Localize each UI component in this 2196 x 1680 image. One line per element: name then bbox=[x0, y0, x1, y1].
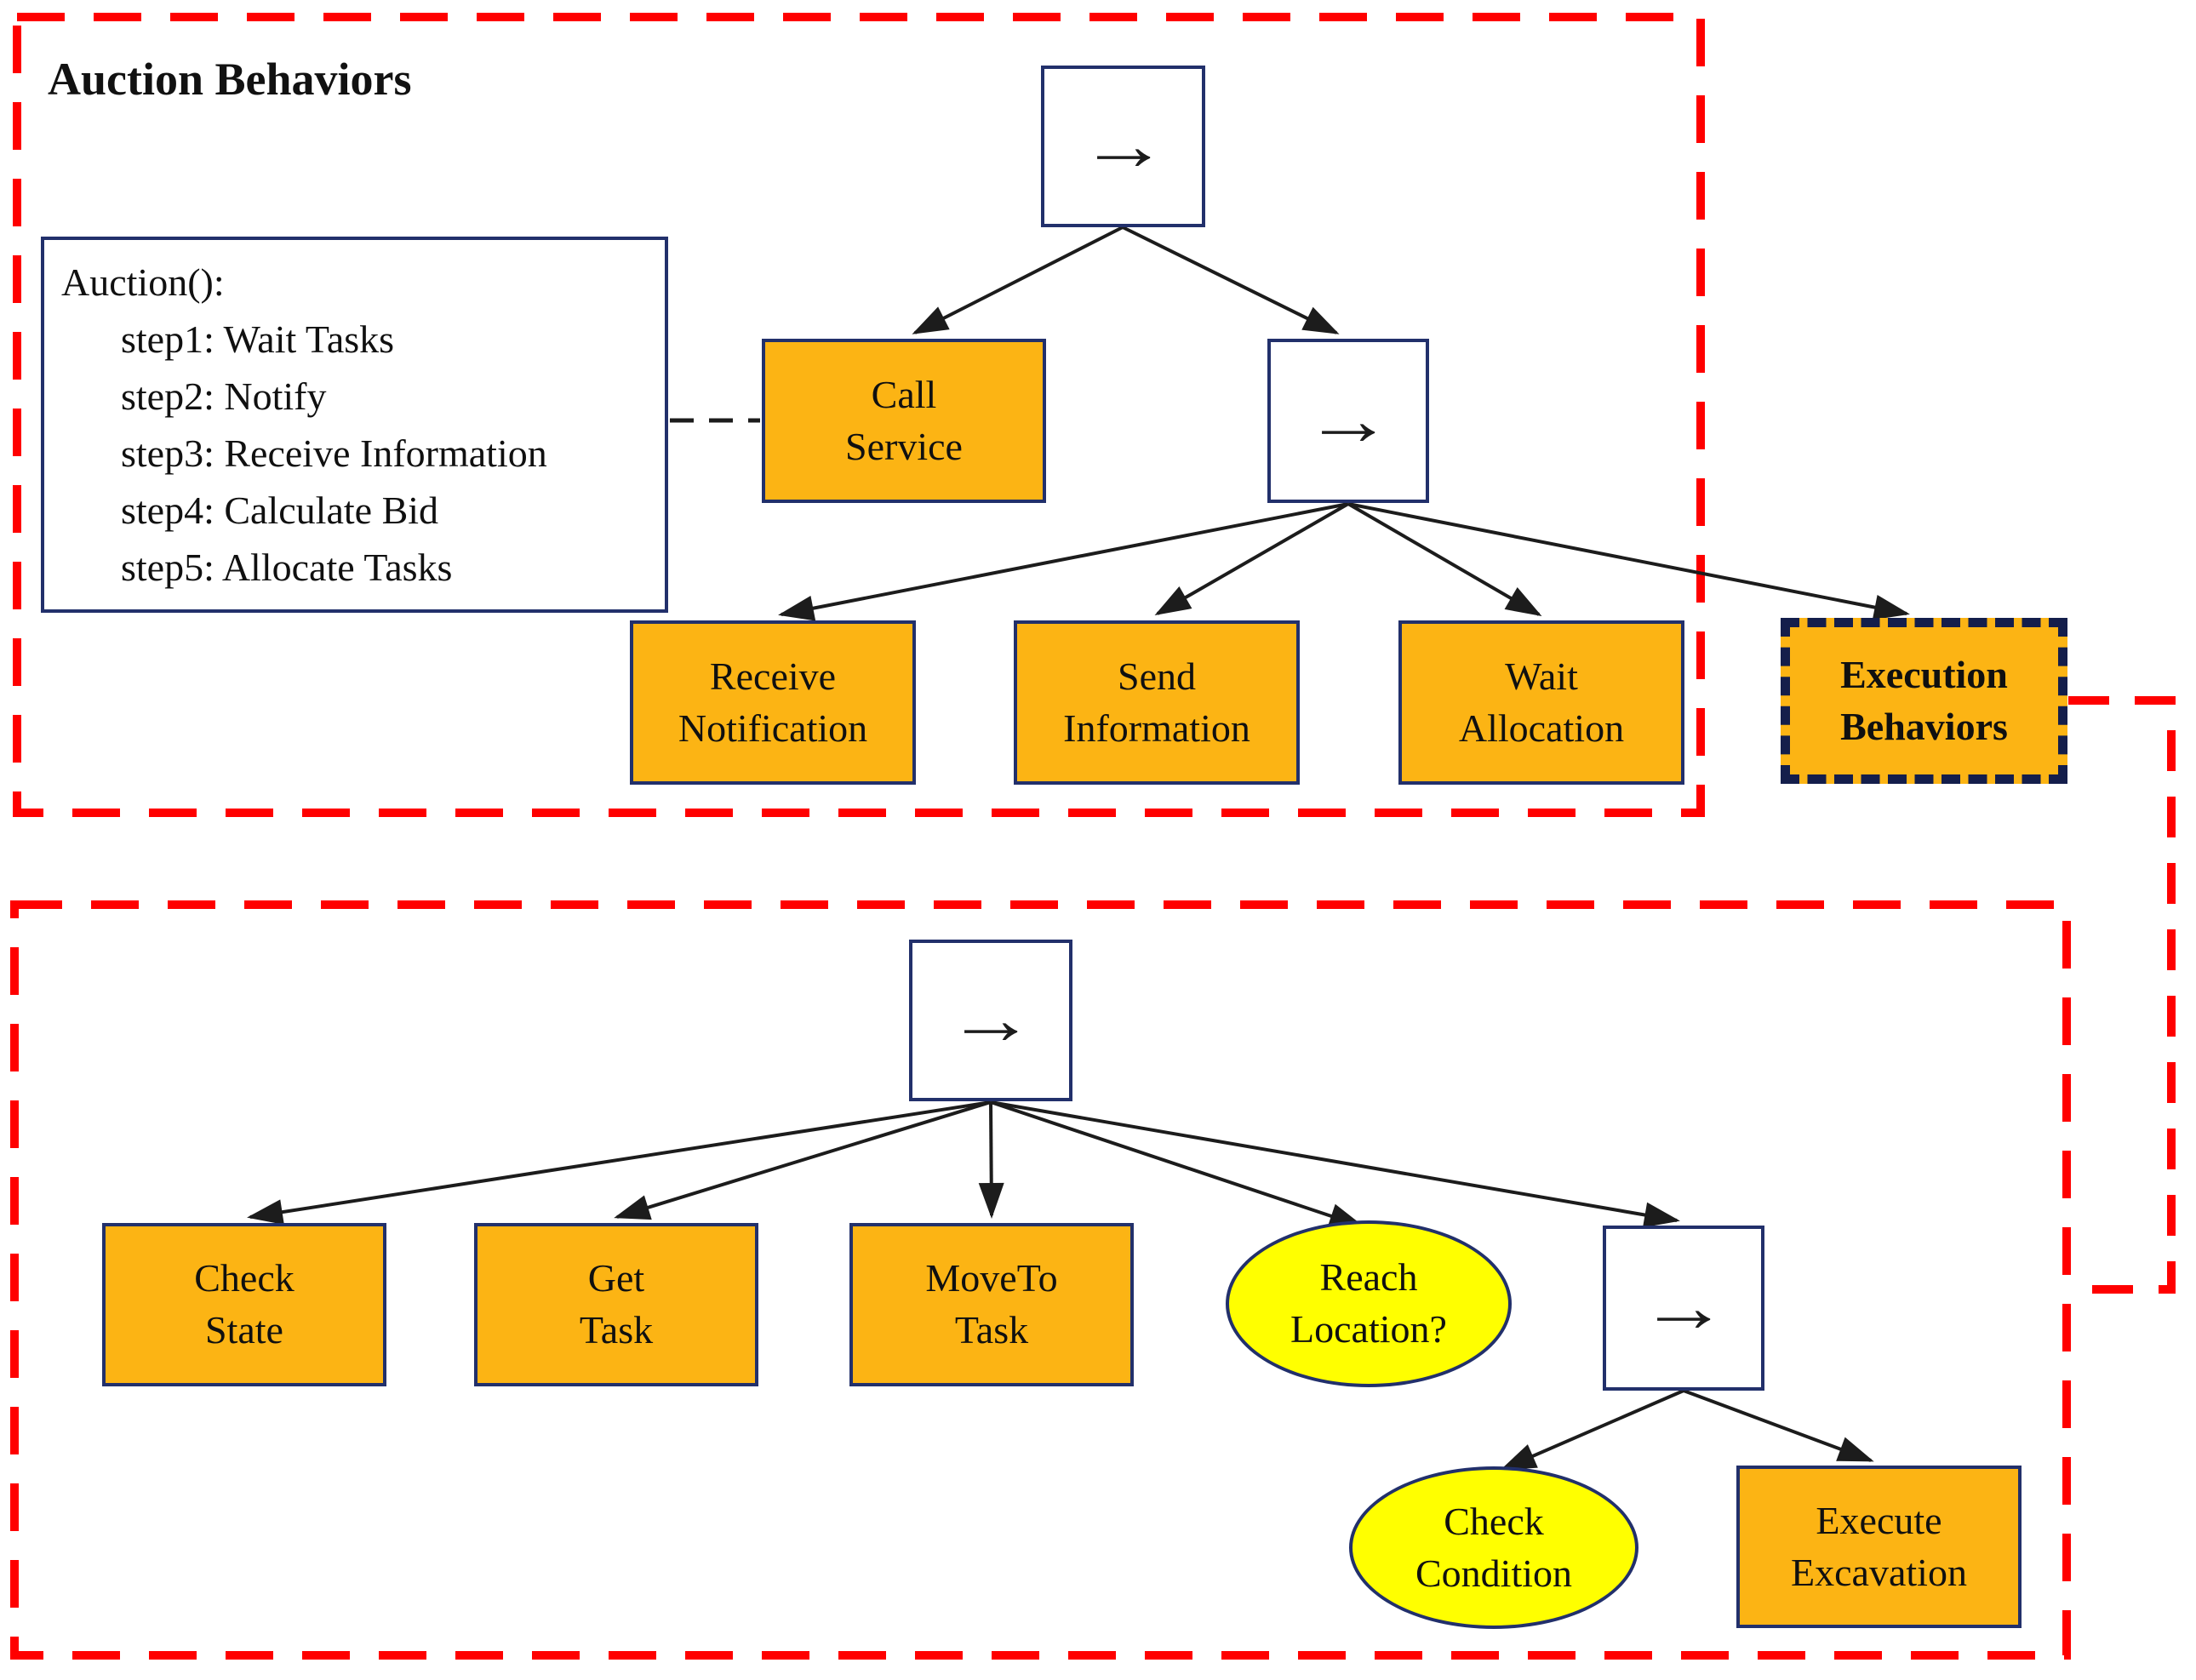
execution-link-connector bbox=[2068, 696, 2176, 1294]
reach-location-label: Reach Location? bbox=[1290, 1255, 1447, 1351]
execute-excavation-node: Execute Excavation bbox=[1736, 1466, 2022, 1628]
auction-pseudocode-box: Auction(): step1: Wait Tasks step2: Noti… bbox=[41, 237, 668, 613]
auction-section-border bbox=[13, 13, 1705, 817]
send-information-node: Send Information bbox=[1014, 620, 1300, 785]
wait-allocation-label: Wait Allocation bbox=[1458, 654, 1625, 750]
edge-execution-root-to-get-task bbox=[614, 1100, 992, 1220]
check-condition-node: Check Condition bbox=[1349, 1466, 1638, 1629]
edge-sub-sequence-to-send-information bbox=[1154, 502, 1349, 615]
edge-auction-root-to-sub-sequence bbox=[1122, 226, 1340, 334]
reach-location-condition-node: Reach Location? bbox=[1226, 1220, 1512, 1387]
edge-sub-sequence-to-check-condition bbox=[1500, 1389, 1684, 1471]
pseudocode-step: step2: Notify bbox=[121, 374, 327, 418]
check-condition-label: Check Condition bbox=[1415, 1499, 1573, 1595]
execution-behaviors-link-node: Execution Behaviors bbox=[1781, 618, 2067, 784]
auction-root-sequence-node: → bbox=[1041, 66, 1205, 227]
execution-behaviors-label: Execution Behaviors bbox=[1840, 652, 2008, 748]
pseudocode-header: Auction(): bbox=[61, 260, 225, 304]
edge-execution-root-to-reach-location bbox=[990, 1100, 1365, 1229]
sequence-arrow-icon: → bbox=[1078, 106, 1168, 186]
wait-allocation-node: Wait Allocation bbox=[1398, 620, 1684, 785]
pseudocode-step: step5: Allocate Tasks bbox=[121, 546, 453, 589]
check-state-label: Check State bbox=[194, 1256, 295, 1351]
send-information-label: Send Information bbox=[1063, 654, 1250, 750]
sequence-arrow-icon: → bbox=[1638, 1268, 1729, 1347]
execute-excavation-label: Execute Excavation bbox=[1791, 1498, 1967, 1594]
execution-section-border bbox=[10, 900, 2071, 1660]
edge-auction-root-to-call-service bbox=[912, 226, 1124, 334]
pseudocode-step: step3: Receive Information bbox=[121, 431, 547, 475]
get-task-node: Get Task bbox=[474, 1223, 758, 1386]
call-service-node: Call Service bbox=[762, 339, 1046, 503]
edge-sub-sequence-to-execution-behaviors bbox=[1347, 502, 1910, 620]
auction-section-title: Auction Behaviors bbox=[48, 54, 412, 105]
check-state-node: Check State bbox=[102, 1223, 386, 1386]
edge-sub-sequence-to-wait-allocation bbox=[1347, 502, 1542, 617]
auction-sub-sequence-node: → bbox=[1267, 339, 1429, 503]
edge-sub-sequence-to-execute-excavation bbox=[1683, 1389, 1874, 1462]
moveto-task-label: MoveTo Task bbox=[925, 1256, 1058, 1351]
pseudocode-step: step4: Calculate Bid bbox=[121, 489, 439, 532]
receive-notification-node: Receive Notification bbox=[630, 620, 916, 785]
receive-notification-label: Receive Notification bbox=[678, 654, 868, 750]
moveto-task-node: MoveTo Task bbox=[849, 1223, 1134, 1386]
get-task-label: Get Task bbox=[579, 1256, 654, 1351]
edge-execution-root-to-sub-sequence bbox=[990, 1100, 1680, 1228]
sequence-arrow-icon: → bbox=[946, 980, 1036, 1060]
sequence-arrow-icon: → bbox=[1303, 380, 1393, 460]
edge-sub-sequence-to-receive-notification bbox=[778, 502, 1349, 621]
edge-execution-root-to-check-state bbox=[247, 1100, 992, 1225]
execution-sub-sequence-node: → bbox=[1603, 1226, 1764, 1391]
execution-root-sequence-node: → bbox=[909, 940, 1072, 1101]
edge-execution-root-to-moveto-task bbox=[978, 1101, 1004, 1219]
call-service-label: Call Service bbox=[845, 372, 963, 468]
pseudocode-step: step1: Wait Tasks bbox=[121, 317, 395, 361]
